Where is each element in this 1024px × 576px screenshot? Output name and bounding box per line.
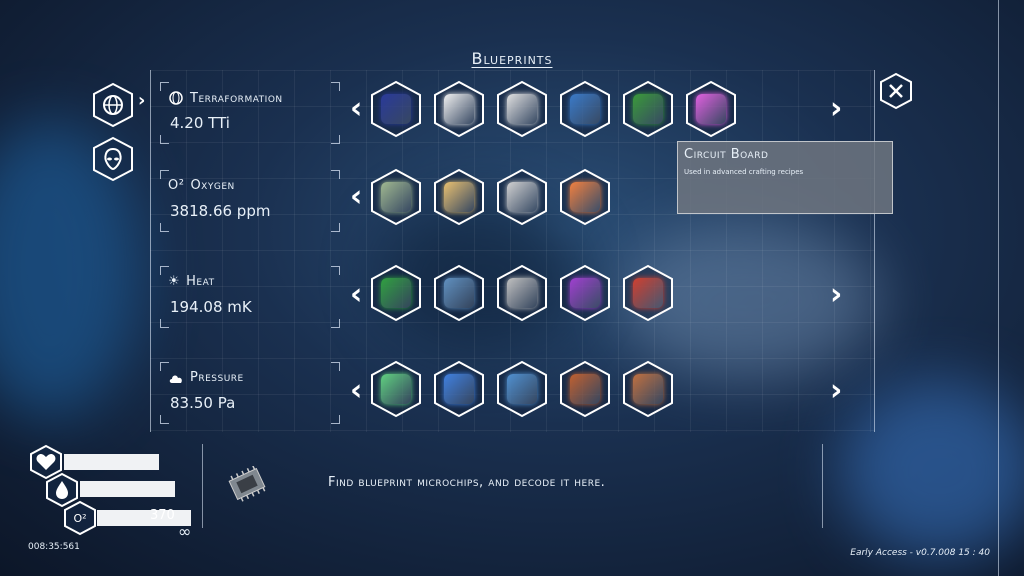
stat-label: Oxygen bbox=[190, 178, 235, 193]
oxygen-bar bbox=[97, 510, 191, 526]
drill-item[interactable] bbox=[493, 80, 551, 138]
oxygen-vegetube-item[interactable] bbox=[367, 168, 425, 226]
capsule-item[interactable] bbox=[430, 80, 488, 138]
water-bar bbox=[80, 481, 175, 497]
close-icon bbox=[880, 72, 912, 110]
stat-value: 194.08 mK bbox=[170, 298, 252, 316]
dome-item[interactable] bbox=[430, 264, 488, 322]
decode-hint-text: Find blueprint microchips, and decode it… bbox=[328, 475, 606, 490]
ceiling-pod-item[interactable] bbox=[556, 168, 614, 226]
oxygen-icon: O² bbox=[168, 178, 185, 193]
stat-value: 3818.66 ppm bbox=[170, 202, 271, 220]
stat-label: Pressure bbox=[190, 370, 244, 385]
truss-tower-item[interactable] bbox=[556, 360, 614, 418]
frame-bottom-right bbox=[822, 444, 823, 528]
pressure-cylinders-item[interactable] bbox=[493, 360, 551, 418]
row2-prev-arrow[interactable]: ‹ bbox=[350, 179, 363, 214]
red-disc-item[interactable] bbox=[619, 264, 677, 322]
rig-tower-item[interactable] bbox=[619, 360, 677, 418]
oxygen-vital-icon: O² bbox=[64, 500, 96, 536]
frame-edge bbox=[998, 0, 999, 576]
stat-label: Heat bbox=[186, 274, 215, 289]
blue-rod-item[interactable] bbox=[367, 80, 425, 138]
health-icon bbox=[30, 444, 62, 480]
page-title: Blueprints bbox=[471, 49, 553, 68]
close-button[interactable] bbox=[877, 72, 915, 110]
terraform-icon bbox=[169, 91, 183, 105]
water-icon bbox=[46, 472, 78, 508]
stat-pressure: Pressure 83.50 Pa bbox=[160, 362, 340, 424]
cloud-icon bbox=[169, 374, 182, 383]
tripod-item[interactable] bbox=[493, 264, 551, 322]
row1-prev-arrow[interactable]: ‹ bbox=[350, 91, 363, 126]
sun-icon: ☀ bbox=[168, 274, 181, 289]
terraform-category-button[interactable] bbox=[90, 82, 136, 128]
row3-prev-arrow[interactable]: ‹ bbox=[350, 277, 363, 312]
stat-label: Terraformation bbox=[190, 90, 283, 106]
row4-next-arrow[interactable]: › bbox=[830, 373, 843, 408]
frame-right bbox=[874, 70, 875, 432]
tooltip-description: Used in advanced crafting recipes bbox=[684, 168, 804, 176]
screen-machine-item[interactable] bbox=[556, 80, 614, 138]
stat-terraformation: Terraformation 4.20 TTi bbox=[160, 82, 340, 144]
row1-next-arrow[interactable]: › bbox=[830, 91, 843, 126]
circuit-board-item[interactable] bbox=[619, 80, 677, 138]
alien-category-button[interactable] bbox=[90, 136, 136, 182]
stat-value: 83.50 Pa bbox=[170, 394, 236, 412]
pressure-cylinder-item[interactable] bbox=[430, 360, 488, 418]
microchip-icon bbox=[228, 466, 266, 502]
alien-icon bbox=[93, 136, 133, 182]
stat-oxygen: O² Oxygen 3818.66 ppm bbox=[160, 170, 340, 232]
game-timer: 008:35:561 bbox=[28, 542, 80, 552]
stat-value: 4.20 TTi bbox=[170, 114, 230, 132]
health-bar bbox=[64, 454, 159, 470]
row3-next-arrow[interactable]: › bbox=[830, 277, 843, 312]
version-label: Early Access - v0.7.008 15 : 40 bbox=[850, 548, 990, 558]
frame-bottom-left bbox=[202, 444, 203, 528]
oxygen-tanks-item[interactable] bbox=[430, 168, 488, 226]
oxygen-value: 370 bbox=[150, 508, 175, 523]
globe-icon bbox=[93, 82, 133, 128]
pink-crystal-item[interactable] bbox=[682, 80, 740, 138]
item-tooltip: Circuit Board Used in advanced crafting … bbox=[677, 141, 893, 214]
frame-left bbox=[150, 70, 151, 432]
oxygen-vital-label: O² bbox=[73, 512, 86, 525]
tall-pipe-item[interactable] bbox=[493, 168, 551, 226]
tooltip-title: Circuit Board bbox=[684, 147, 769, 162]
infinity-icon: ∞ bbox=[178, 522, 192, 541]
purple-heater-item[interactable] bbox=[556, 264, 614, 322]
row4-prev-arrow[interactable]: ‹ bbox=[350, 373, 363, 408]
pressure-tank-item[interactable] bbox=[367, 360, 425, 418]
heater-item[interactable] bbox=[367, 264, 425, 322]
stat-heat: ☀ Heat 194.08 mK bbox=[160, 266, 340, 328]
expand-chevron-icon[interactable]: › bbox=[138, 90, 146, 111]
